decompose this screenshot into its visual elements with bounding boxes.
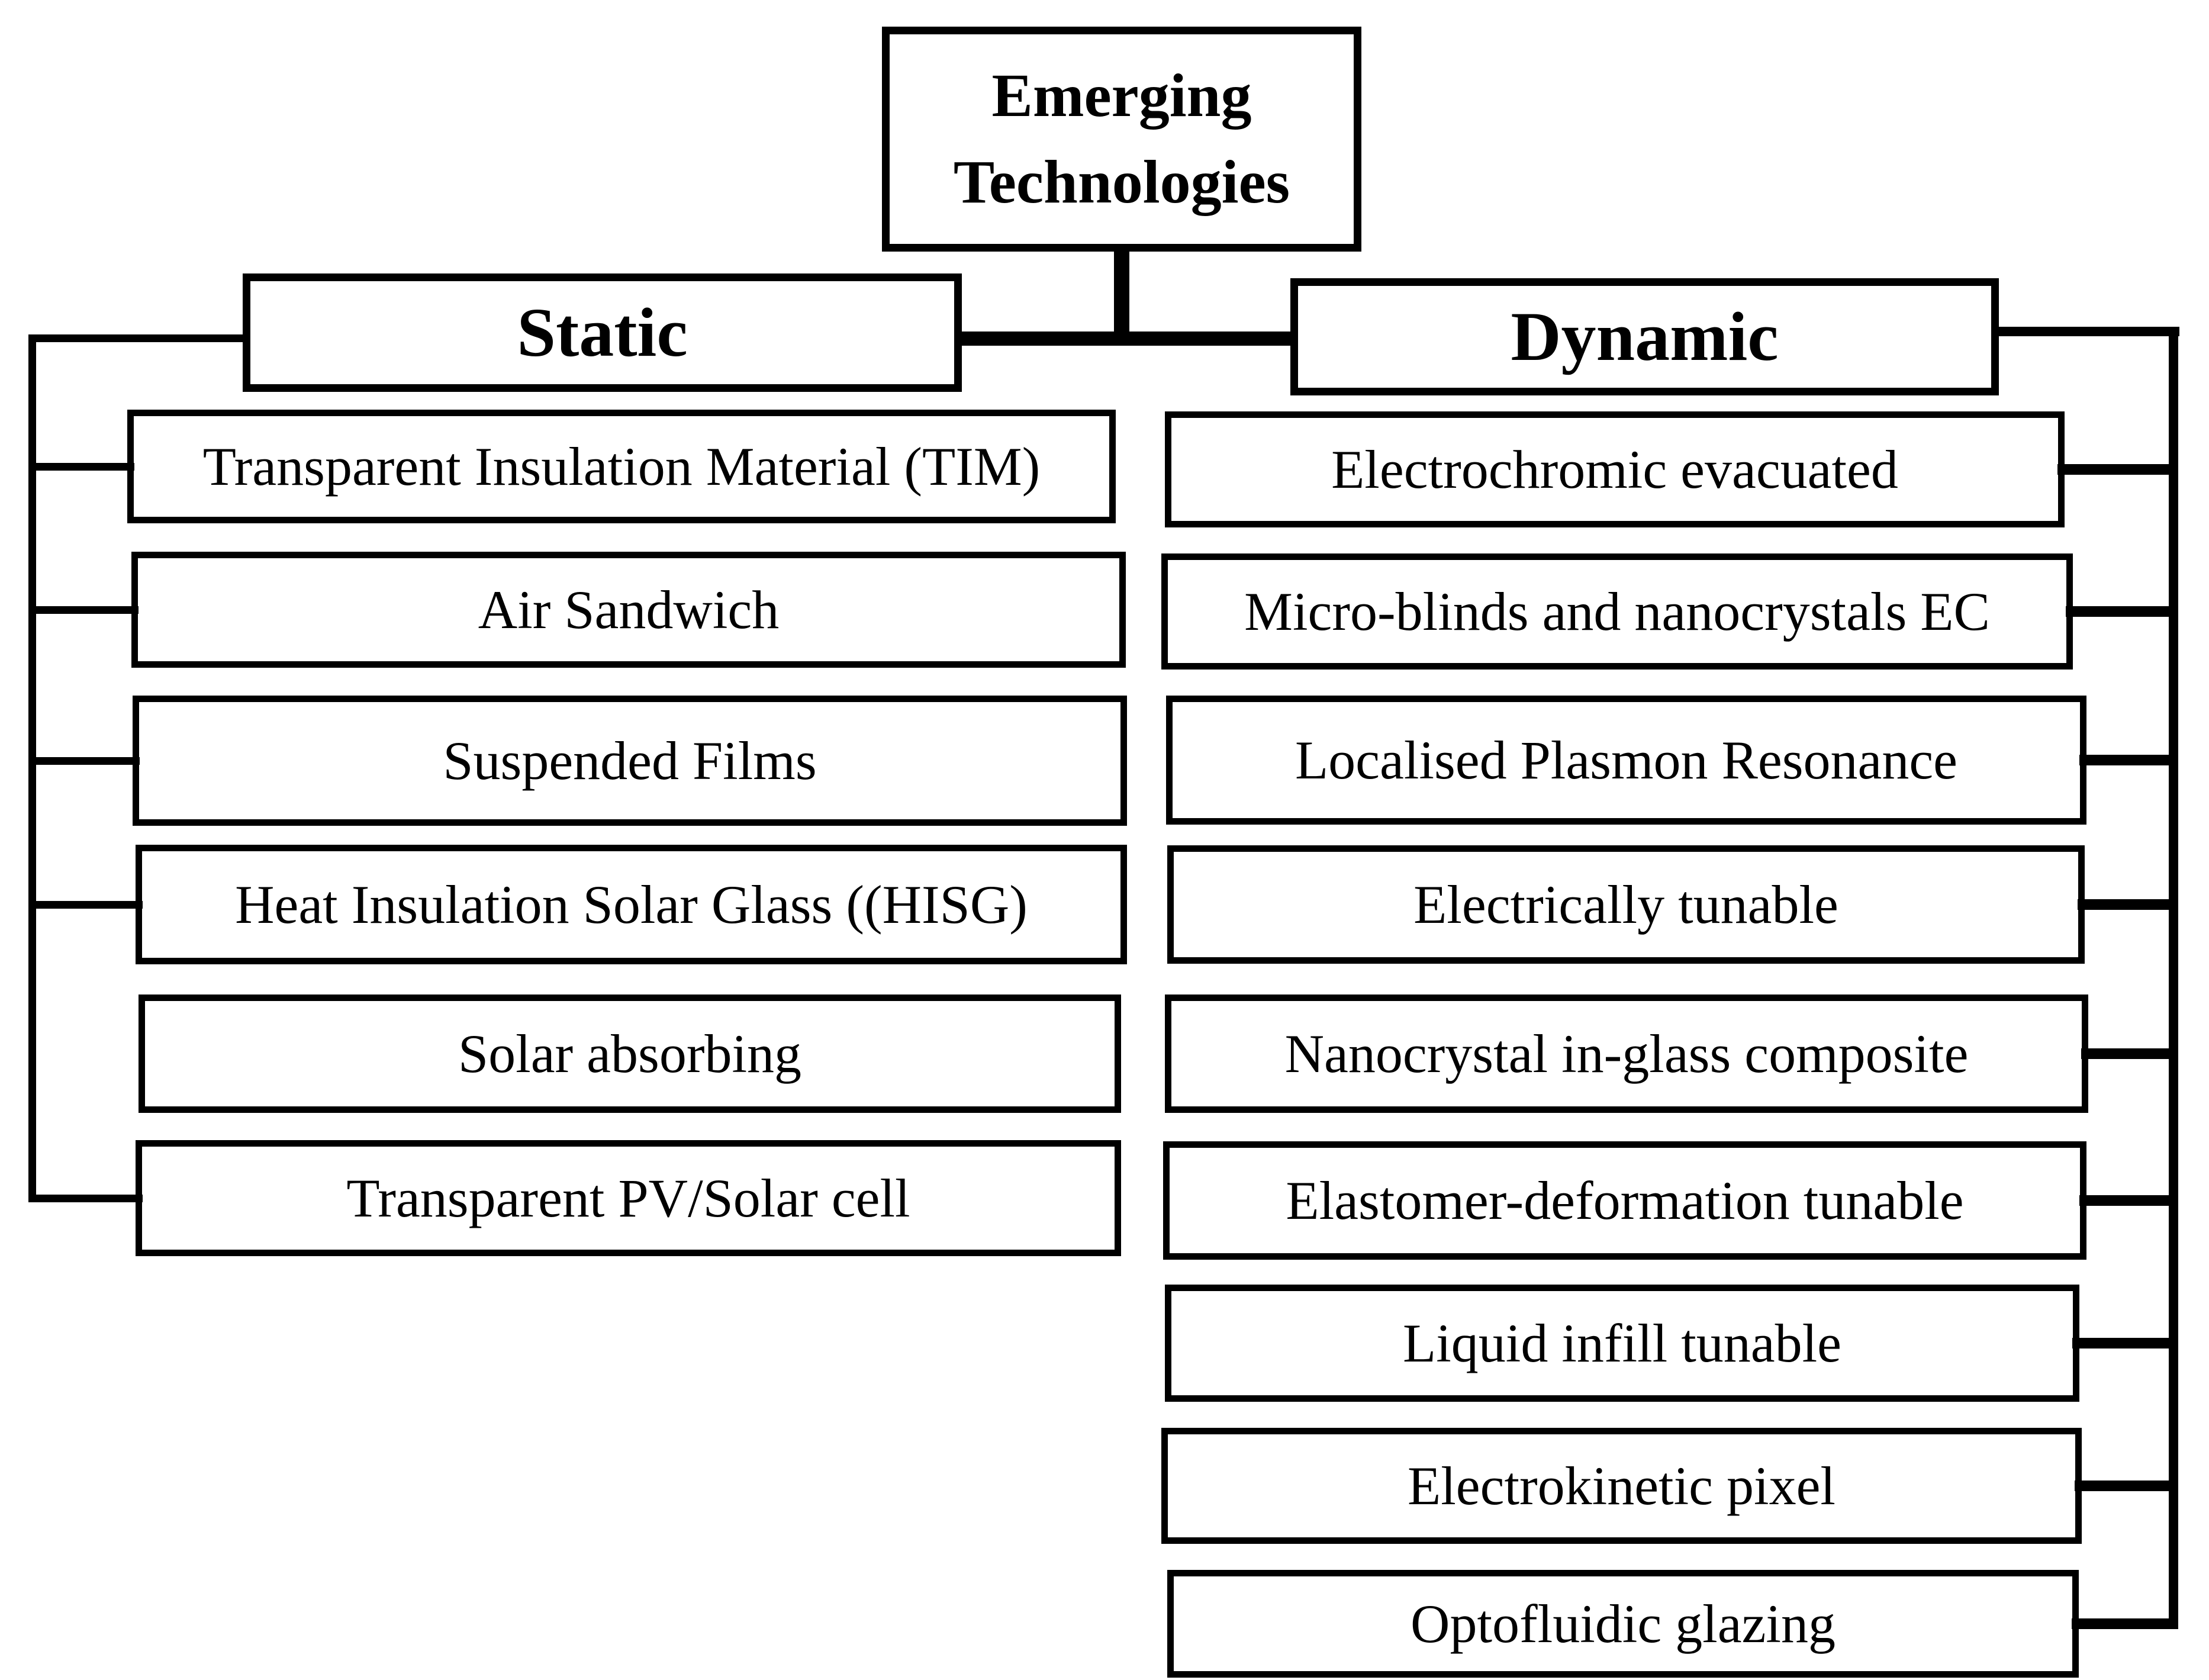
connector-left-stub [28, 900, 143, 909]
connector-right-stub [2057, 464, 2178, 475]
branch-node-dynamic: Dynamic [1290, 278, 1999, 395]
static-item-node: Transparent Insulation Material (TIM) [127, 410, 1116, 523]
connector-left-top [28, 334, 250, 342]
connector-right-top [1995, 327, 2179, 336]
connector-left-stub [28, 757, 140, 765]
connector-branch-bar [959, 332, 1294, 346]
connector-right-stub [2072, 1618, 2178, 1629]
static-item-node: Air Sandwich [131, 552, 1126, 668]
dynamic-item-node: Electrically tunable [1167, 845, 2085, 964]
dynamic-item-node: Electrochromic evacuated [1165, 411, 2065, 527]
connector-left-stub [28, 606, 139, 614]
connector-left-stub [28, 462, 134, 471]
static-item-node: Transparent PV/Solar cell [136, 1140, 1121, 1256]
connector-right-spine [2169, 327, 2178, 1629]
branch-node-static: Static [243, 273, 962, 392]
connector-left-stub [28, 1194, 143, 1202]
connector-right-stub [2079, 755, 2178, 765]
connector-root-stem [1114, 246, 1129, 345]
connector-right-stub [2075, 1481, 2178, 1491]
connector-right-stub [2078, 899, 2178, 910]
dynamic-item-node: Nanocrystal in-glass composite [1165, 995, 2088, 1113]
connector-left-spine [28, 334, 36, 1202]
connector-right-stub [2079, 1195, 2178, 1206]
dynamic-item-node: Electrokinetic pixel [1161, 1428, 2082, 1544]
connector-right-stub [2081, 1048, 2178, 1059]
dynamic-item-node: Elastomer-deformation tunable [1163, 1141, 2086, 1260]
root-node-emerging-technologies: Emerging Technologies [882, 27, 1361, 252]
connector-right-stub [2072, 1338, 2178, 1348]
dynamic-item-node: Liquid infill tunable [1165, 1285, 2079, 1402]
connector-right-stub [2066, 606, 2178, 617]
static-item-node: Heat Insulation Solar Glass ((HISG) [136, 845, 1127, 964]
dynamic-item-node: Optofluidic glazing [1167, 1570, 2079, 1678]
static-item-node: Solar absorbing [139, 995, 1121, 1113]
static-item-node: Suspended Films [133, 696, 1127, 826]
dynamic-item-node: Localised Plasmon Resonance [1166, 696, 2086, 825]
dynamic-item-node: Micro-blinds and nanocrystals EC [1161, 553, 2073, 670]
